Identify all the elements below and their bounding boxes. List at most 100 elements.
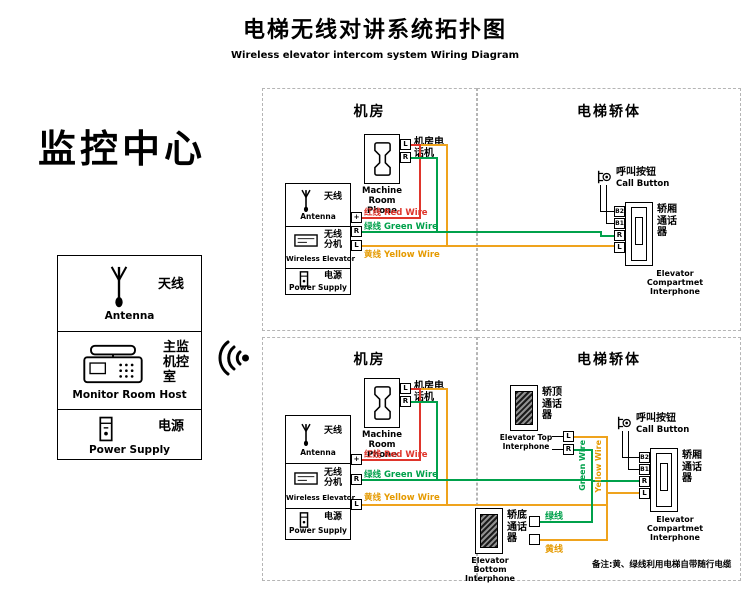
yellow-wire: [362, 245, 614, 247]
green-branch-label: 绿线: [545, 512, 564, 522]
wireless-ext-label-en: Wireless Elevator: [286, 494, 356, 502]
bottom-machine-room-region: [262, 337, 477, 581]
bottom-machine-room-label: 机房: [353, 352, 386, 368]
wireless-extension-icon: [294, 234, 318, 247]
wireless-terminal-R: R: [351, 474, 362, 485]
monitor-power-label-en: Power Supply: [88, 444, 171, 456]
call-button-wire: [600, 211, 614, 212]
red-wire: [419, 388, 421, 461]
green-wire: [436, 157, 438, 233]
wireless-terminal-R: R: [351, 226, 362, 237]
compartment-label-en: Elevator Compartmet Interphone: [646, 515, 704, 543]
interphone-face: [656, 453, 672, 507]
call-button-icon: [617, 416, 631, 430]
wireless-power-label-zh: 电源: [324, 271, 343, 281]
yellow-wire: [446, 144, 448, 247]
wireless-extension-icon: [294, 472, 318, 485]
yellow-wire: [606, 436, 608, 541]
green-wire: [591, 449, 593, 523]
red-wire: [411, 388, 421, 390]
compartment-terminal-B1: B1: [639, 464, 650, 475]
yellow-wire-label: 黄线 Yellow Wire: [364, 250, 440, 260]
bottom-interphone-terminal: [529, 516, 540, 527]
green-wire: [600, 235, 614, 237]
call-button-wire: [622, 431, 623, 458]
signal-waves-icon: [218, 340, 249, 376]
wireless-power-label-en: Power Supply: [289, 526, 347, 535]
bottom-interphone-label-zh: 轿底通话器: [507, 510, 527, 544]
power-supply-icon: [299, 512, 309, 528]
call-button-wire: [606, 185, 607, 224]
red-wire: [362, 459, 421, 461]
yellow-branch-label: 黄线: [545, 545, 564, 555]
bottom-elevator-car-label: 电梯轿体: [577, 352, 641, 368]
wireless-antenna-label-zh: 天线: [324, 192, 343, 202]
green-wire: [362, 231, 602, 233]
yellow-wire: [362, 504, 608, 506]
call-button-wire: [622, 457, 639, 458]
divider: [58, 331, 201, 332]
machine-room-phone-label-en: Machine Room Phone: [361, 430, 402, 460]
page-subtitle: Wireless elevator intercom system Wiring…: [230, 50, 520, 61]
green-wire: [411, 401, 438, 403]
green-wire: [600, 231, 602, 237]
divider: [58, 409, 201, 410]
yellow-wire-vertical-label: Yellow Wire: [594, 440, 603, 493]
machine-room-phone-label-zh: 机房电话机: [414, 137, 444, 159]
machine-room-phone-box: [364, 134, 400, 184]
green-wire: [574, 449, 593, 451]
wireless-antenna-label-en: Antenna: [300, 448, 336, 457]
machine-room-phone-box: [364, 378, 400, 428]
top-interphone-terminal-R: R: [563, 444, 574, 455]
yellow-wire: [419, 144, 448, 146]
red-wire-label: 红线 Red Wire: [364, 208, 428, 218]
compartment-terminal-B1: B1: [614, 218, 625, 229]
antenna-icon: [110, 266, 128, 308]
wireless-antenna-label-en: Antenna: [300, 212, 336, 221]
call-button-label-zh: 呼叫按钮: [636, 413, 676, 424]
top-interphone-label-en: Elevator Top Interphone: [499, 433, 553, 451]
phone-terminal-R: R: [400, 396, 411, 407]
antenna-icon: [301, 423, 311, 447]
power-supply-icon: [99, 416, 113, 442]
handset-icon: [374, 142, 391, 176]
monitor-host-label-en: Monitor Room Host: [72, 389, 187, 401]
compartment-label-zh: 轿厢通话器: [657, 204, 677, 238]
compartment-interphone-box: [650, 448, 678, 512]
page-title: 电梯无线对讲系统拓扑图: [242, 18, 507, 43]
wireless-power-label-en: Power Supply: [289, 283, 347, 292]
yellow-wire-label: 黄线 Yellow Wire: [364, 493, 440, 503]
green-wire-label: 绿线 Green Wire: [364, 222, 438, 232]
call-button-icon: [597, 170, 611, 184]
green-wire: [436, 401, 438, 481]
wireless-terminal-L: L: [351, 240, 362, 251]
divider: [286, 463, 350, 464]
top-interphone-label-zh: 轿顶通话器: [542, 387, 562, 421]
wireless-ext-label-en: Wireless Elevator: [286, 255, 356, 263]
compartment-terminal-L: L: [639, 488, 650, 499]
call-button-wire: [628, 469, 639, 470]
wireless-ext-label-zh: 无线分机: [324, 468, 343, 488]
yellow-wire: [419, 388, 448, 390]
call-button-label-en: Call Button: [636, 425, 690, 435]
monitor-antenna-label-en: Antenna: [104, 310, 155, 322]
divider: [286, 226, 350, 227]
phone-terminal-L: L: [400, 139, 411, 150]
call-button-wire: [606, 223, 614, 224]
monitor-center-heading: 监控中心: [38, 127, 207, 171]
antenna-icon: [301, 189, 311, 213]
top-machine-room-label: 机房: [353, 104, 386, 120]
phone-terminal-R: R: [400, 152, 411, 163]
yellow-wire: [446, 388, 448, 506]
monitor-host-label-zh: 主监机控室: [163, 340, 190, 385]
terminal-stub: [552, 436, 563, 437]
green-wire: [540, 521, 593, 523]
compartment-terminal-R: R: [639, 476, 650, 487]
compartment-terminal-B2: B2: [614, 206, 625, 217]
compartment-terminal-R: R: [614, 230, 625, 241]
monitor-power-label-zh: 电源: [158, 419, 185, 434]
red-wire: [362, 217, 421, 219]
red-wire: [411, 144, 421, 146]
interphone-speaker-slot: [635, 217, 643, 245]
